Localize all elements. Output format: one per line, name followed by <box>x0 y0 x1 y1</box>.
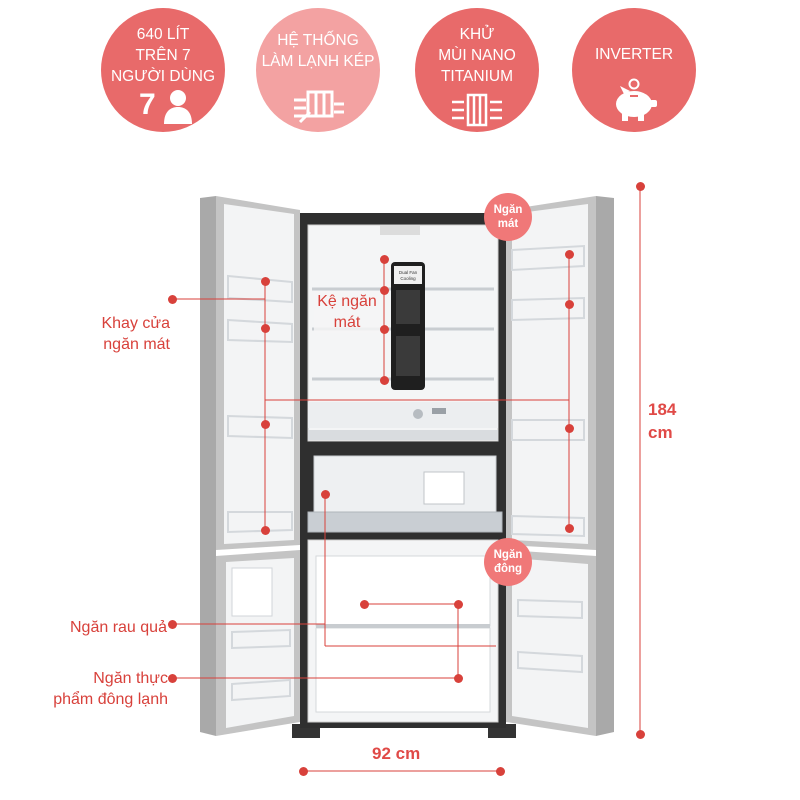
feature-capacity: 640 LÍT TRÊN 7 NGƯỜI DÙNG 7 <box>101 8 225 132</box>
piggy-bank-icon <box>616 78 657 121</box>
feature-capacity-line-1: 640 LÍT <box>136 26 190 43</box>
door-tray-label-line-2: ngăn mát <box>103 336 170 353</box>
right-door-outer-edge <box>596 196 614 736</box>
shelf-dot <box>379 285 389 295</box>
freezer-compartment-bubble: Ngăn đông <box>484 538 532 586</box>
middle-drawer <box>313 455 497 523</box>
tray-dot <box>260 419 270 429</box>
middle-divider <box>308 430 498 440</box>
dual-cooling-icon <box>294 90 344 124</box>
feature-capacity-line-3: NGƯỜI DÙNG <box>110 68 216 85</box>
control-strip <box>308 402 498 428</box>
nano-filter-icon <box>452 93 502 127</box>
dim-dot-top <box>635 181 645 191</box>
callout-dot-door-tray <box>167 294 177 304</box>
height-unit: cm <box>648 423 673 442</box>
feature-inverter-label: INVERTER <box>594 46 674 63</box>
feature-dual-cooling-line-1: HỆ THỐNG <box>277 32 359 49</box>
dim-dot-bottom <box>635 729 645 739</box>
frozen-food-label-line-2: phẩm đông lạnh <box>53 691 168 708</box>
feature-dual-cooling: HỆ THỐNG LÀM LẠNH KÉP <box>256 8 380 132</box>
shelf-dot <box>379 254 389 264</box>
shelf-label-line-1: Kệ ngăn <box>317 293 377 310</box>
tray-dot <box>564 423 574 433</box>
shelf-dot <box>379 375 389 385</box>
tray-dot <box>564 249 574 259</box>
feature-nano-line-1: KHỬ <box>459 26 495 43</box>
tray-dot <box>260 525 270 535</box>
shelf-label-line-2: mát <box>333 314 361 331</box>
dual-fan-label-1: Dual Fan <box>399 270 418 275</box>
tray-dot <box>564 299 574 309</box>
feature-nano-line-2: MÙI NANO <box>438 47 516 64</box>
door-tray-label: Khay cửa ngăn mát <box>90 313 170 355</box>
dim-dot-right <box>495 766 505 776</box>
dual-fan-label-2: Cooling <box>400 276 416 281</box>
door-tray-label-line-1: Khay cửa <box>101 315 170 332</box>
fridge-bubble-line-2: mát <box>497 218 519 230</box>
veg-dot <box>359 599 369 609</box>
feature-capacity-line-2: TRÊN 7 <box>135 47 191 64</box>
person-icon <box>164 90 192 124</box>
tray-dot <box>260 276 270 286</box>
height-value: 184 <box>648 400 677 419</box>
dim-dot-left <box>298 766 308 776</box>
tray-dot <box>564 523 574 533</box>
veg-drawer-label: Ngăn rau quả <box>70 619 167 636</box>
freezer-bubble-line-2: đông <box>493 563 523 575</box>
left-door-outer-edge <box>200 196 216 736</box>
capacity-badge: 7 <box>139 88 156 121</box>
shelf-dot <box>379 324 389 334</box>
fridge-bubble-line-1: Ngăn <box>493 204 523 216</box>
feature-inverter: INVERTER <box>572 8 696 132</box>
shelf-label: Kệ ngăn mát <box>314 291 380 333</box>
callout-dot-veg <box>167 619 177 629</box>
frozen-food-label: Ngăn thực phẩm đông lạnh <box>40 668 168 710</box>
fridge-top-light <box>380 225 420 235</box>
freezer-bubble-line-1: Ngăn <box>493 549 523 561</box>
width-dimension-label: 92 cm <box>372 744 421 763</box>
veg-dot <box>320 489 330 499</box>
feature-nano-titanium: KHỬ MÙI NANO TITANIUM <box>415 8 539 132</box>
feature-dual-cooling-line-2: LÀM LẠNH KÉP <box>261 53 375 70</box>
callout-dot-frozen <box>167 673 177 683</box>
fridge-compartment-bubble: Ngăn mát <box>484 193 532 241</box>
tray-dot <box>260 323 270 333</box>
frozen-dot <box>453 673 463 683</box>
frozen-food-label-line-1: Ngăn thực <box>93 670 168 687</box>
feature-nano-line-3: TITANIUM <box>440 68 514 85</box>
middle-drawer-front <box>307 511 503 533</box>
height-dimension-label: 184 cm <box>648 398 676 444</box>
frozen-dot <box>453 599 463 609</box>
